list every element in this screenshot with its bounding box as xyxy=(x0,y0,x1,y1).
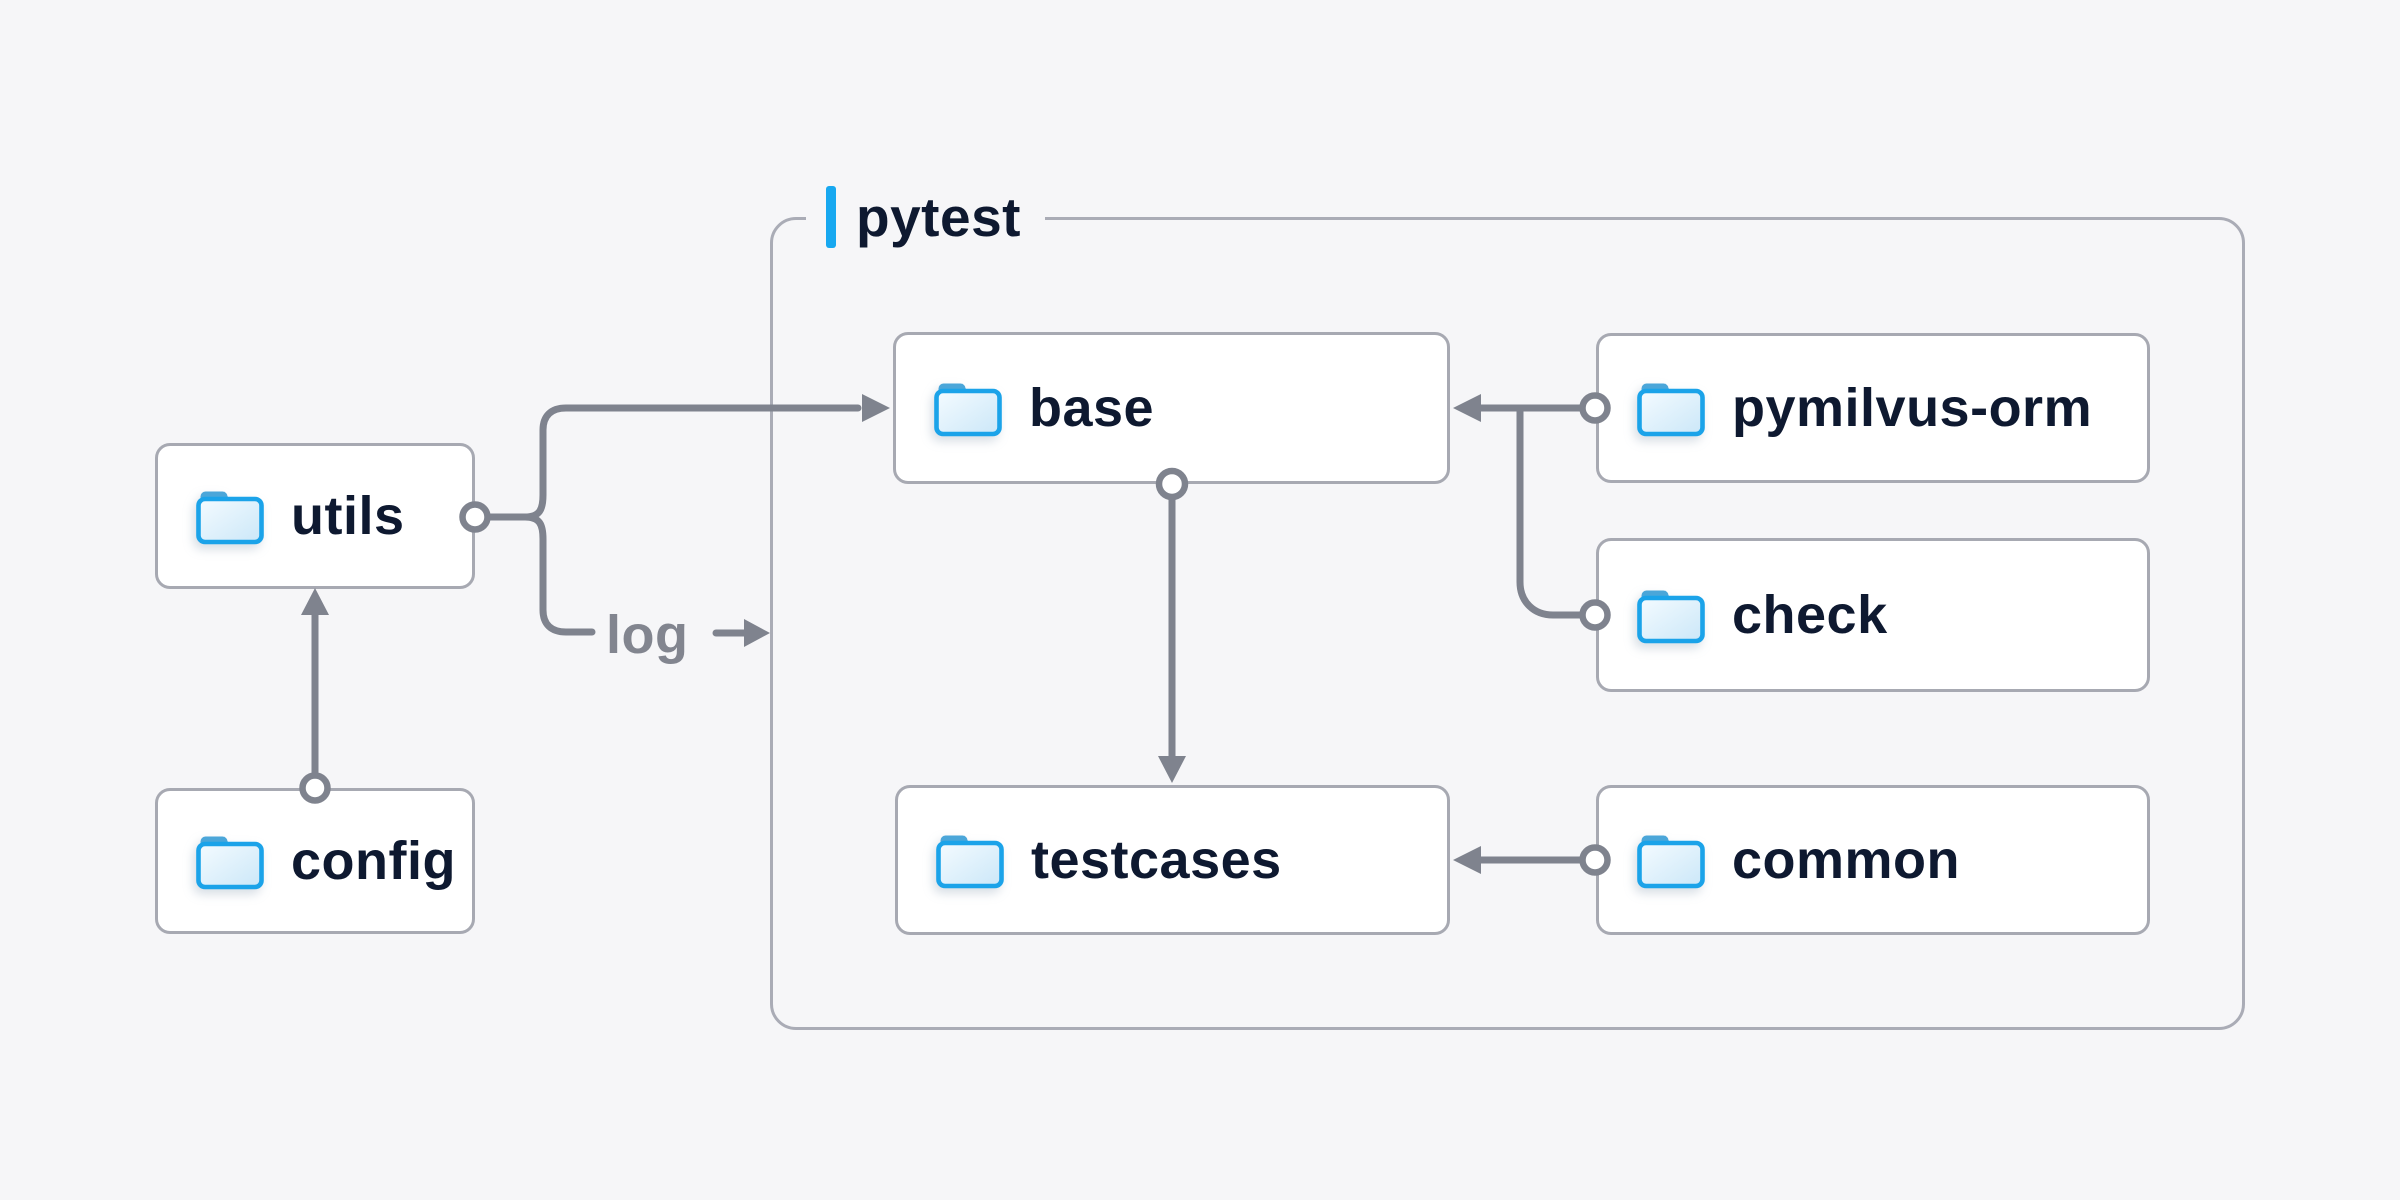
node-testcases: testcases xyxy=(895,785,1450,935)
group-title: pytest xyxy=(856,186,1021,248)
arrowhead-into-utils xyxy=(301,588,329,615)
accent-bar-icon xyxy=(826,186,836,248)
folder-icon xyxy=(196,488,264,545)
node-pymilvus-orm: pymilvus-orm xyxy=(1596,333,2150,483)
node-label: common xyxy=(1732,830,1961,890)
folder-icon xyxy=(1637,832,1705,889)
folder-icon xyxy=(196,833,264,890)
arrowhead-log xyxy=(744,619,770,647)
node-utils: utils xyxy=(155,443,475,589)
folder-icon xyxy=(936,832,1004,889)
log-edge-label: log xyxy=(606,605,689,665)
folder-icon xyxy=(1637,587,1705,644)
node-config: config xyxy=(155,788,475,934)
node-label: config xyxy=(291,831,456,891)
node-label: utils xyxy=(291,486,405,546)
node-check: check xyxy=(1596,538,2150,692)
node-label: pymilvus-orm xyxy=(1732,378,2093,438)
node-label: testcases xyxy=(1031,830,1282,890)
node-label: check xyxy=(1732,585,1888,645)
node-label: base xyxy=(1029,378,1155,438)
pytest-group-label: pytest xyxy=(806,185,1045,249)
node-base: base xyxy=(893,332,1450,484)
folder-icon xyxy=(934,380,1002,437)
folder-icon xyxy=(1637,380,1705,437)
node-common: common xyxy=(1596,785,2150,935)
